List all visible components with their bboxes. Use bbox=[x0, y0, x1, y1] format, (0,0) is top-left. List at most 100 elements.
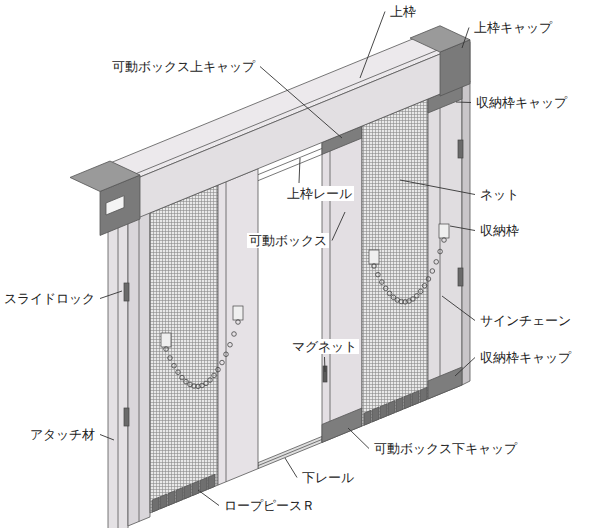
rope-piece bbox=[192, 481, 199, 496]
storage-frame bbox=[428, 85, 462, 399]
frame-edge bbox=[118, 226, 119, 528]
chain-link bbox=[414, 293, 419, 298]
slide-lock bbox=[458, 268, 463, 286]
rope-piece bbox=[396, 397, 403, 412]
frame-edge bbox=[139, 217, 140, 521]
chain-link bbox=[411, 297, 416, 302]
box-edge bbox=[330, 139, 331, 439]
part-label: 上枠レール bbox=[285, 186, 354, 201]
chain-link bbox=[236, 320, 241, 325]
chain-link bbox=[232, 332, 237, 337]
leader-line bbox=[456, 102, 471, 104]
leader-line bbox=[332, 212, 345, 241]
part-label: 可動ボックス bbox=[247, 233, 329, 248]
chain-link bbox=[180, 375, 185, 380]
chain-link bbox=[208, 378, 213, 383]
chain-handle bbox=[439, 224, 449, 238]
chain-link bbox=[172, 363, 177, 368]
slide-lock bbox=[124, 283, 129, 301]
leader-line bbox=[360, 12, 385, 79]
chain-link bbox=[430, 269, 435, 274]
leader-line bbox=[450, 226, 475, 231]
top-beam-front bbox=[104, 42, 470, 232]
rope-piece bbox=[168, 491, 175, 506]
storage-frame-bottom-cap bbox=[428, 367, 462, 399]
leader-line bbox=[260, 67, 342, 139]
top-beam-top bbox=[74, 28, 470, 192]
chain-link bbox=[383, 286, 388, 291]
part-label: 収納枠 bbox=[478, 223, 521, 238]
rope-piece bbox=[372, 407, 379, 422]
leader-line bbox=[400, 180, 475, 195]
movable-box bbox=[322, 126, 362, 442]
leader-line bbox=[462, 28, 469, 49]
top-beam-cap-top bbox=[410, 26, 470, 52]
part-label: 可動ボックス下キャップ bbox=[372, 441, 519, 456]
chain-link bbox=[438, 249, 443, 254]
part-label: ネット bbox=[478, 187, 521, 202]
attach-member bbox=[108, 218, 128, 528]
rope-piece bbox=[364, 410, 371, 425]
chain-link bbox=[224, 352, 229, 357]
chain-handle bbox=[369, 250, 379, 264]
chain-link bbox=[379, 280, 384, 285]
part-label: マグネット bbox=[290, 339, 359, 354]
part-label: 収納枠キャップ bbox=[478, 350, 573, 365]
chain-link bbox=[426, 277, 431, 282]
leader-line bbox=[198, 490, 219, 506]
chain-link bbox=[164, 347, 169, 352]
chain-link bbox=[228, 342, 233, 347]
part-label: 上枠キャップ bbox=[472, 20, 554, 35]
leader-line bbox=[299, 158, 300, 183]
cap-slot bbox=[106, 196, 124, 215]
chain-link bbox=[376, 272, 381, 277]
part-label: スライドロック bbox=[2, 291, 97, 306]
leader-line bbox=[455, 358, 475, 377]
movable-box-bottom-cap bbox=[322, 408, 362, 442]
rope-piece bbox=[160, 494, 167, 509]
frame-edge bbox=[440, 94, 441, 394]
chain-handle bbox=[233, 306, 243, 320]
leader-line bbox=[100, 291, 122, 299]
part-label: 可動ボックス上キャップ bbox=[110, 59, 257, 74]
top-beam-cap-top bbox=[70, 161, 140, 191]
bottom-rail bbox=[258, 436, 322, 468]
leader-line bbox=[442, 296, 475, 321]
leader-line bbox=[324, 357, 326, 372]
part-label: 上枠 bbox=[388, 4, 418, 19]
storage-frame bbox=[128, 211, 150, 526]
rope-piece bbox=[404, 394, 411, 409]
chain-link bbox=[418, 289, 423, 294]
chain-handle bbox=[161, 333, 171, 347]
chain-link bbox=[216, 367, 221, 372]
bottom-rail-groove bbox=[258, 439, 322, 465]
leader-line bbox=[285, 458, 297, 478]
rope-piece bbox=[208, 474, 215, 489]
rope-piece bbox=[176, 487, 183, 502]
chain-link bbox=[204, 381, 209, 386]
box-edge bbox=[226, 182, 227, 482]
part-label: 収納枠キャップ bbox=[474, 95, 569, 110]
leader-line bbox=[100, 435, 114, 441]
chain-link bbox=[176, 370, 181, 375]
net bbox=[150, 185, 218, 513]
chain-link bbox=[387, 291, 392, 296]
chain-link bbox=[422, 283, 427, 288]
part-label: サインチェーン bbox=[478, 313, 573, 328]
rope-piece bbox=[184, 484, 191, 499]
chain-link bbox=[212, 373, 217, 378]
slide-lock bbox=[124, 408, 129, 426]
chain-link bbox=[220, 360, 225, 365]
chain-link bbox=[442, 238, 447, 243]
part-label: 下レール bbox=[300, 470, 356, 485]
chain-link bbox=[372, 264, 377, 269]
chain-link bbox=[168, 356, 173, 361]
rope-piece bbox=[200, 478, 207, 493]
part-label: ロープピースＲ bbox=[222, 498, 317, 513]
storage-frame-side bbox=[462, 81, 470, 385]
part-label: アタッチ材 bbox=[28, 427, 97, 442]
slide-lock bbox=[458, 140, 463, 158]
rope-piece bbox=[152, 497, 159, 512]
leader-line bbox=[348, 428, 369, 449]
rope-piece bbox=[388, 401, 395, 416]
